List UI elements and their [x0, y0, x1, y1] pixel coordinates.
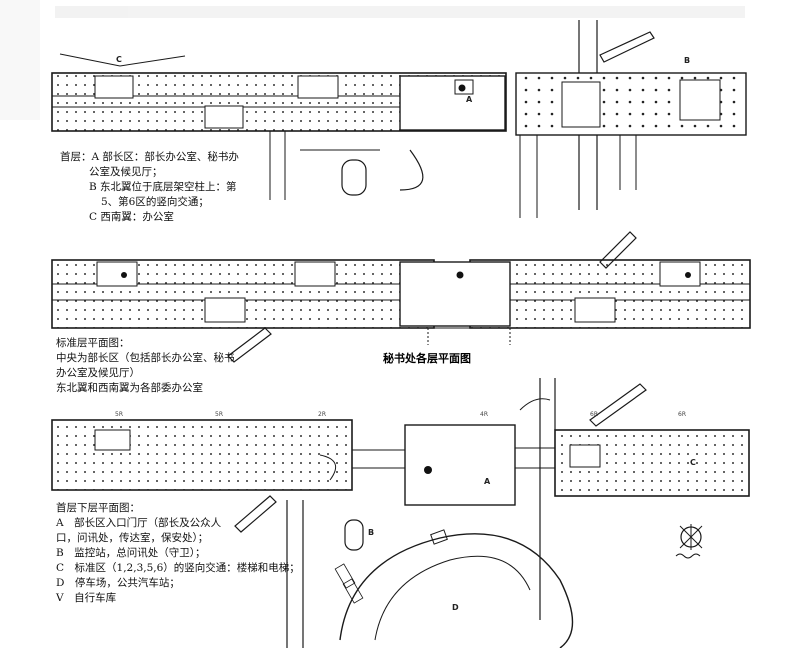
caption-line: 公室及候见厅； — [89, 166, 163, 178]
standard-floor-plan — [51, 231, 751, 363]
marker-b-top: B — [684, 56, 690, 65]
ground-floor-caption: 首层：A 部长区：部长办公室、秘书办 公室及候见厅； B 东北翼位于底层架空柱上… — [60, 150, 239, 225]
caption-line: B 监控站，总问讯处（守卫）； — [56, 547, 206, 559]
caption-line: 5、第6区的竖向交通； — [101, 196, 209, 208]
marker-a-ground: A — [466, 95, 473, 104]
zone-number: 5R — [215, 411, 223, 418]
caption-line: A 部长区入口门厅（部长及公众人 — [56, 517, 222, 529]
lower-floor-caption: 首层下层平面图： A 部长区入口门厅（部长及公众人 口，问讯处，传达室，保安处）… — [56, 501, 300, 606]
caption-line: B 东北翼位于底层架空柱上：第 — [89, 181, 237, 193]
lower-center-block — [404, 424, 516, 506]
zone-number: 6R — [678, 411, 686, 418]
caption-line: C 西南翼：办公室 — [89, 211, 174, 223]
caption-line: V 自行车库 — [56, 592, 117, 604]
marker-a-lower: A — [484, 477, 491, 486]
zone-number: 5R — [115, 411, 123, 418]
zone-number: 4R — [480, 411, 488, 418]
zone-number: 6R — [590, 411, 598, 418]
caption-line: 东北翼和西南翼为各部委办公室 — [56, 382, 203, 394]
marker-d-lower: D — [452, 603, 459, 612]
caption-line: 中央为部长区（包括部长办公室、秘书 — [56, 352, 235, 364]
caption-line: 标准层平面图： — [56, 337, 130, 349]
standard-floor-caption: 标准层平面图： 中央为部长区（包括部长办公室、秘书 办公室及候见厅） 东北翼和西… — [56, 336, 235, 396]
scan-noise — [0, 0, 745, 120]
caption-line: 首层下层平面图： — [56, 502, 140, 514]
marker-c-top: C — [116, 55, 122, 64]
ground-floor-plan — [51, 20, 747, 218]
caption-line: 办公室及候见厅） — [56, 367, 140, 379]
caption-line: D 停车场，公共汽车站； — [56, 577, 180, 589]
marker-c-lower: C — [690, 458, 696, 467]
marker-b-lower: B — [368, 528, 374, 537]
zone-number: 2R — [318, 411, 326, 418]
lower-floor-plan — [51, 378, 750, 648]
drawing-title: 秘书处各层平面图 — [383, 352, 471, 365]
north-compass-icon — [675, 524, 703, 559]
caption-line: 首层：A 部长区：部长办公室、秘书办 — [60, 151, 239, 163]
caption-line: C 标准区（1,2,3,5,6）的竖向交通：楼梯和电梯； — [56, 562, 300, 574]
caption-line: 口，问讯处，传达室，保安处）； — [56, 532, 209, 544]
